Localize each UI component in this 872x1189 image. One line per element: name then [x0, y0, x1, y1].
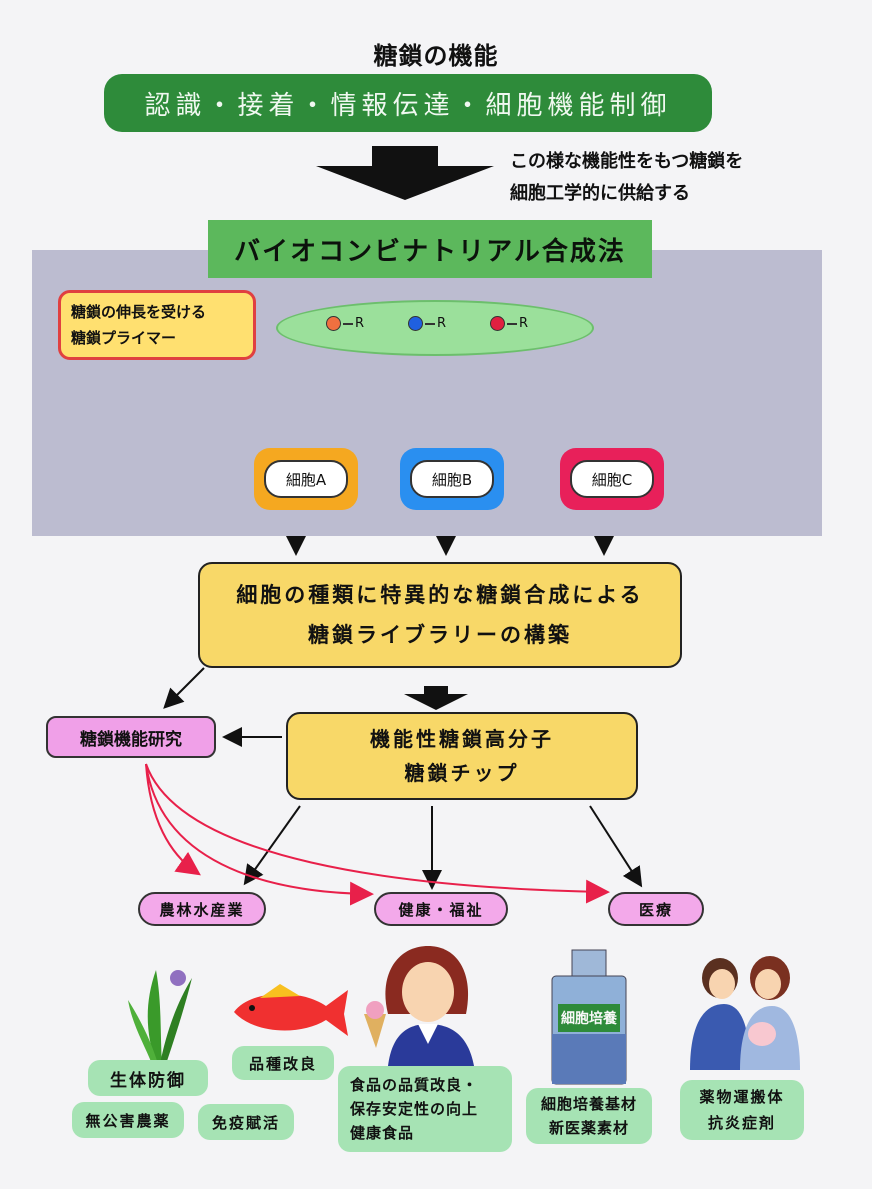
- primer-molecule-2: R: [408, 316, 446, 331]
- field-agriculture: 農林水産業: [138, 892, 266, 926]
- note-line-2: 細胞工学的に供給する: [510, 183, 690, 204]
- product-line-1: 機能性糖鎖高分子: [370, 727, 554, 751]
- materials-line-1: 細胞培養基材: [540, 1095, 637, 1113]
- label-breeding: 品種改良: [232, 1046, 334, 1080]
- cell-c: 細胞C: [560, 448, 664, 510]
- primer-r-label: R: [519, 316, 529, 331]
- label-materials: 細胞培養基材 新医薬素材: [526, 1088, 652, 1144]
- library-line-2: 糖鎖ライブラリーの構築: [308, 623, 572, 647]
- family-illustration: [690, 956, 800, 1070]
- label-pesticide-free: 無公害農薬: [72, 1102, 184, 1138]
- page-title: 糖鎖の機能: [373, 42, 499, 70]
- cell-c-label: 細胞C: [570, 460, 654, 498]
- label-drug: 薬物運搬体 抗炎症剤: [680, 1080, 804, 1140]
- cell-b: 細胞B: [400, 448, 504, 510]
- arrow-library-to-research: [163, 667, 205, 709]
- primer-r-label: R: [437, 316, 447, 331]
- cell-a-label: 細胞A: [264, 460, 348, 498]
- red-arrow-to-agriculture: [145, 763, 201, 876]
- food-line-2: 保存安定性の向上: [350, 1100, 479, 1118]
- culture-bottle-label: 細胞培養: [561, 1011, 617, 1027]
- drug-line-2: 抗炎症剤: [707, 1114, 776, 1132]
- library-box: 細胞の種類に特異的な糖鎖合成による 糖鎖ライブラリーの構築: [198, 562, 682, 668]
- note-line-1: この様な機能性をもつ糖鎖を: [510, 151, 744, 172]
- block-arrow-library-product: [404, 686, 468, 710]
- food-line-3: 健康食品: [350, 1124, 415, 1142]
- products-box: 機能性糖鎖高分子 糖鎖チップ: [286, 712, 638, 800]
- cell-b-label: 細胞B: [410, 460, 494, 498]
- primer-dot-red: [490, 316, 505, 331]
- big-down-arrow: [316, 146, 494, 200]
- field-health: 健康・福祉: [374, 892, 508, 926]
- fish-illustration: [234, 984, 348, 1036]
- research-box: 糖鎖機能研究: [46, 716, 216, 758]
- label-food: 食品の品質改良・ 保存安定性の向上 健康食品: [338, 1066, 512, 1152]
- primer-molecule-3: R: [490, 316, 528, 331]
- label-defense: 生体防御: [88, 1060, 208, 1096]
- cell-a: 細胞A: [254, 448, 358, 510]
- materials-line-2: 新医薬素材: [548, 1119, 629, 1137]
- functions-banner: 認識・接着・情報伝達・細胞機能制御: [104, 74, 712, 132]
- primer-molecule-1: R: [326, 316, 364, 331]
- red-arrow-to-health: [145, 763, 374, 906]
- drug-line-1: 薬物運搬体: [699, 1088, 785, 1106]
- primer-box: 糖鎖の伸長を受ける 糖鎖プライマー: [58, 290, 256, 360]
- label-immunity: 免疫賦活: [198, 1104, 294, 1140]
- culture-bottle-illustration: [551, 949, 627, 1085]
- field-medical: 医療: [608, 892, 704, 926]
- method-title: バイオコンビナトリアル合成法: [208, 220, 652, 278]
- primer-line-2: 糖鎖プライマー: [71, 329, 177, 347]
- primer-line-1: 糖鎖の伸長を受ける: [71, 303, 207, 321]
- red-arrow-to-medical: [145, 763, 610, 904]
- woman-illustration: [364, 946, 474, 1066]
- primer-dot-blue: [408, 316, 423, 331]
- primer-r-label: R: [355, 316, 365, 331]
- library-line-1: 細胞の種類に特異的な糖鎖合成による: [236, 583, 644, 607]
- arrow-product-to-medical: [589, 805, 643, 888]
- primer-dot-orange: [326, 316, 341, 331]
- product-line-2: 糖鎖チップ: [404, 761, 520, 785]
- food-line-1: 食品の品質改良・: [350, 1076, 479, 1094]
- supply-note: この様な機能性をもつ糖鎖を 細胞工学的に供給する: [510, 146, 743, 210]
- arrow-product-to-agriculture: [243, 805, 301, 886]
- plant-illustration: [128, 970, 192, 1064]
